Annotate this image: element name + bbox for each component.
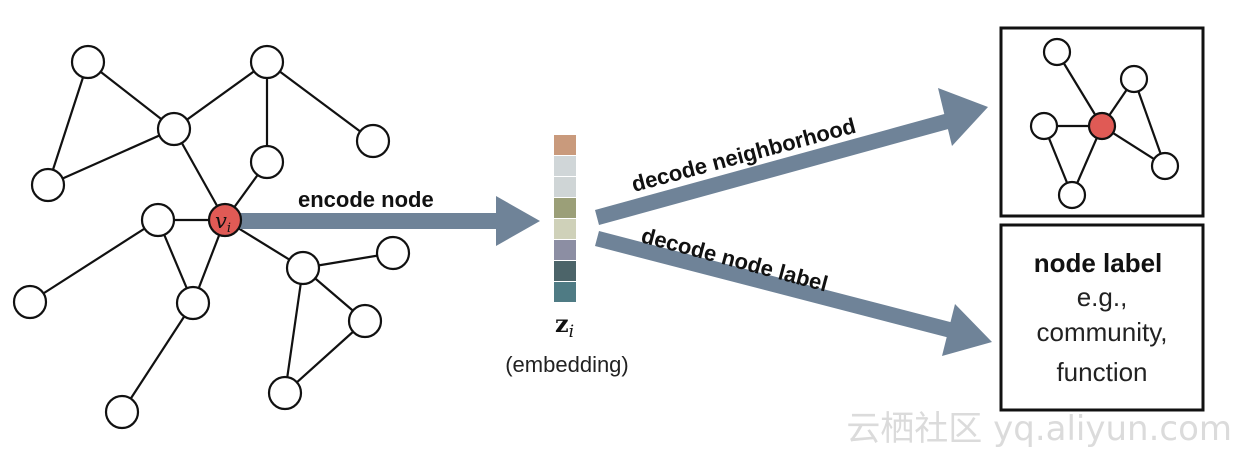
- target-node-label: vi: [215, 209, 231, 236]
- encode-arrow-label: encode node: [298, 187, 434, 212]
- node-label-box-frame: [999, 223, 1205, 412]
- watermark-text: 云栖社区 yq.aliyun.com: [846, 409, 1232, 449]
- graph-node: [30, 167, 66, 203]
- graph-node: [285, 250, 321, 286]
- graph-node: [267, 375, 303, 411]
- neighborhood-box: [999, 26, 1205, 218]
- embedding-cell: [554, 135, 576, 155]
- target-node-circle: [207, 202, 243, 238]
- graph-node: [249, 44, 285, 80]
- graph-node: [175, 285, 211, 321]
- neighborhood-node: [1057, 180, 1087, 210]
- graph-node: [12, 284, 48, 320]
- neighborhood-node: [1029, 111, 1059, 141]
- target-node-var: v: [215, 209, 227, 233]
- node-label-line: e.g.,: [1077, 282, 1128, 312]
- target-node: vi: [207, 202, 243, 238]
- encode-arrow-head: [496, 196, 540, 246]
- graph-edge: [87, 61, 175, 130]
- node-label-box: node label e.g., community, function: [999, 223, 1205, 412]
- decode-label-arrow-shaft: [595, 231, 954, 338]
- graph-node: [355, 123, 391, 159]
- graph-edge: [266, 61, 374, 142]
- embedding-cell: [554, 156, 576, 176]
- graph-node: [104, 394, 140, 430]
- neighborhood-edge: [1132, 78, 1167, 167]
- embedding-cell: [554, 261, 576, 281]
- embedding-cell: [554, 198, 576, 218]
- node-label-line: community,: [1037, 317, 1168, 347]
- embedding-symbol-sub: i: [569, 322, 574, 342]
- neighborhood-node: [1150, 151, 1180, 181]
- embedding-symbol-z: z: [555, 309, 569, 338]
- neighborhood-nodes: [1029, 37, 1180, 210]
- graph-edge: [46, 61, 90, 186]
- graph-node: [375, 235, 411, 271]
- neighborhood-edge: [1056, 51, 1103, 127]
- decode-neighborhood-arrow-shaft: [595, 113, 952, 225]
- embedding-cell: [554, 219, 576, 239]
- graph-edge: [47, 127, 175, 187]
- embedding-caption: (embedding): [505, 352, 629, 377]
- graph-node: [140, 202, 176, 238]
- neighborhood-node: [1119, 64, 1149, 94]
- embedding-vector: [554, 135, 576, 302]
- input-graph-edges: [29, 61, 394, 413]
- embedding-cell: [554, 282, 576, 302]
- target-node-sub: i: [227, 221, 231, 236]
- node-label-line: function: [1056, 357, 1147, 387]
- graph-edge: [283, 267, 305, 394]
- embedding-cell: [554, 240, 576, 260]
- graph-edge: [173, 61, 268, 130]
- input-graph-nodes: [12, 44, 411, 430]
- neighborhood-node: [1042, 37, 1072, 67]
- graph-edge: [173, 128, 226, 221]
- decode-label-arrow-head: [942, 304, 992, 356]
- embedding-cell: [554, 177, 576, 197]
- decode-neighborhood-arrow-head: [938, 88, 988, 146]
- graph-edge: [121, 302, 194, 413]
- neighborhood-center-node: [1087, 111, 1117, 141]
- decode-neighborhood-arrow: [595, 88, 988, 225]
- graph-node: [347, 303, 383, 339]
- graph-node: [249, 144, 285, 180]
- graph-edge: [29, 219, 159, 303]
- node-label-title: node label: [1034, 248, 1163, 278]
- encode-arrow-shaft: [240, 213, 502, 229]
- graph-node: [156, 111, 192, 147]
- encode-arrow: [240, 196, 540, 246]
- graph-edge: [284, 320, 366, 394]
- decode-label-arrow: [595, 231, 992, 356]
- embedding-symbol: zi: [555, 309, 574, 342]
- graph-node: [70, 44, 106, 80]
